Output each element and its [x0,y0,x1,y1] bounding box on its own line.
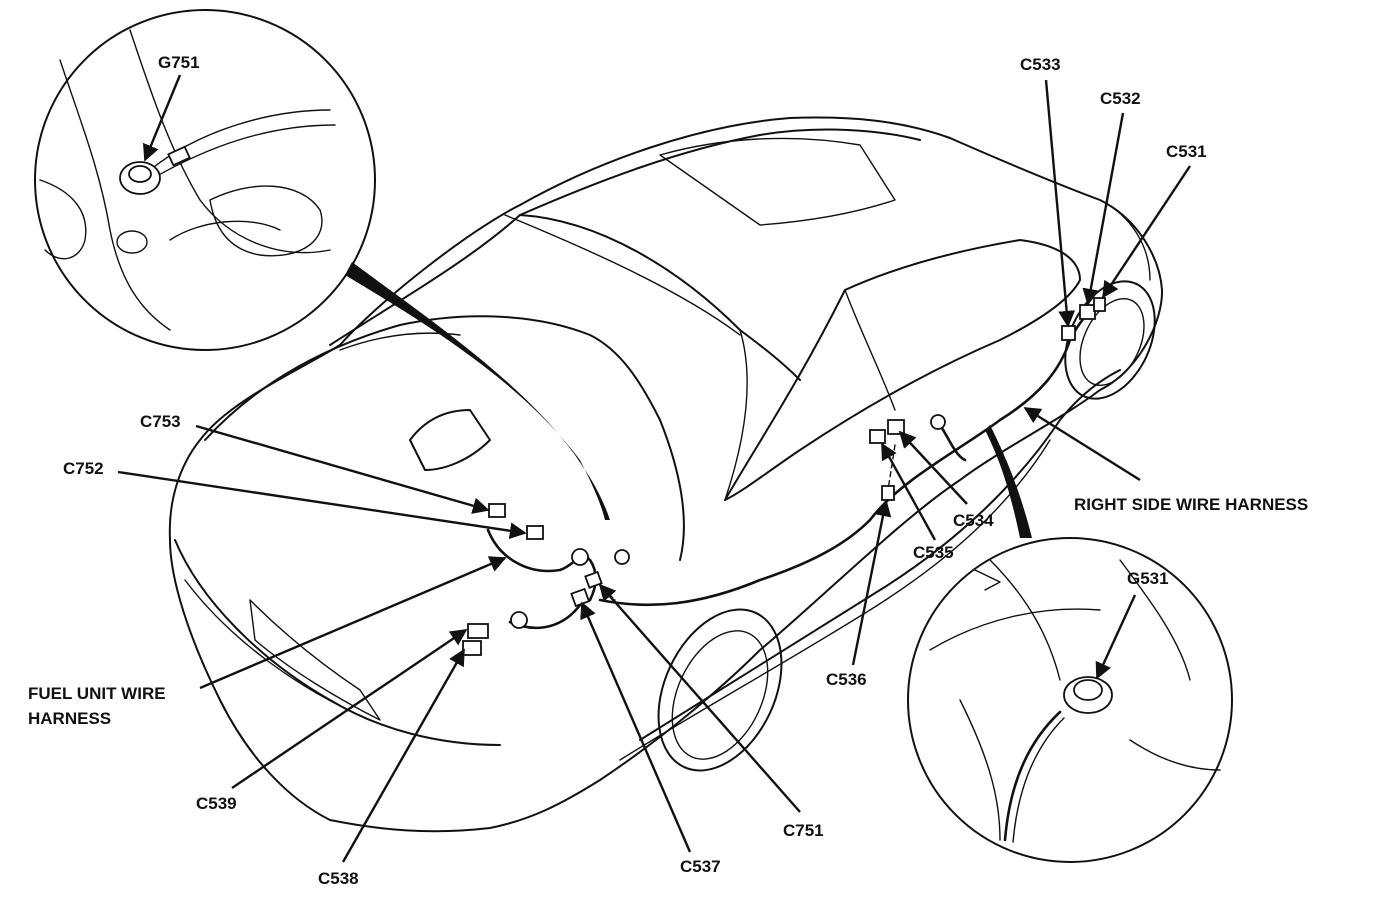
right-side-harness [598,303,1102,607]
label-c532: C532 [1100,89,1141,108]
connector-c537 [570,587,591,608]
label-fuel-unit-wire-harness-line1: FUEL UNIT WIRE [28,684,166,703]
connector-c533 [1061,325,1076,341]
car-body-outline [168,116,1164,833]
connector-c751 [584,570,603,589]
connector-c531 [1093,297,1106,312]
label-c538: C538 [318,869,359,888]
label-c536: C536 [826,670,867,689]
callout-labels: G751 C533 C532 C531 C753 C752 RIGHT SIDE… [28,53,1308,888]
connector-c538 [462,640,482,656]
label-c533: C533 [1020,55,1061,74]
connector-c536 [881,485,895,501]
label-c534: C534 [953,511,994,530]
leader-lines [117,74,1191,863]
connector-c534 [887,419,905,435]
connector-c752 [526,525,544,540]
fuel-unit-harness [486,528,630,630]
label-right-side-wire-harness: RIGHT SIDE WIRE HARNESS [1074,495,1308,514]
label-c537: C537 [680,857,721,876]
connector-c532 [1079,304,1096,320]
label-c752: C752 [63,459,104,478]
label-c753: C753 [140,412,181,431]
label-g751: G751 [158,53,200,72]
connector-c535 [869,429,886,444]
label-c539: C539 [196,794,237,813]
label-c751: C751 [783,821,824,840]
label-c535: C535 [913,543,954,562]
inset-g531 [907,425,1233,863]
connectors [462,297,1106,656]
label-g531: G531 [1127,569,1169,588]
label-fuel-unit-wire-harness-line2: HARNESS [28,709,111,728]
connector-c539 [467,623,489,639]
label-c531: C531 [1166,142,1207,161]
inset-g751 [34,9,610,520]
connector-c753 [488,503,506,518]
